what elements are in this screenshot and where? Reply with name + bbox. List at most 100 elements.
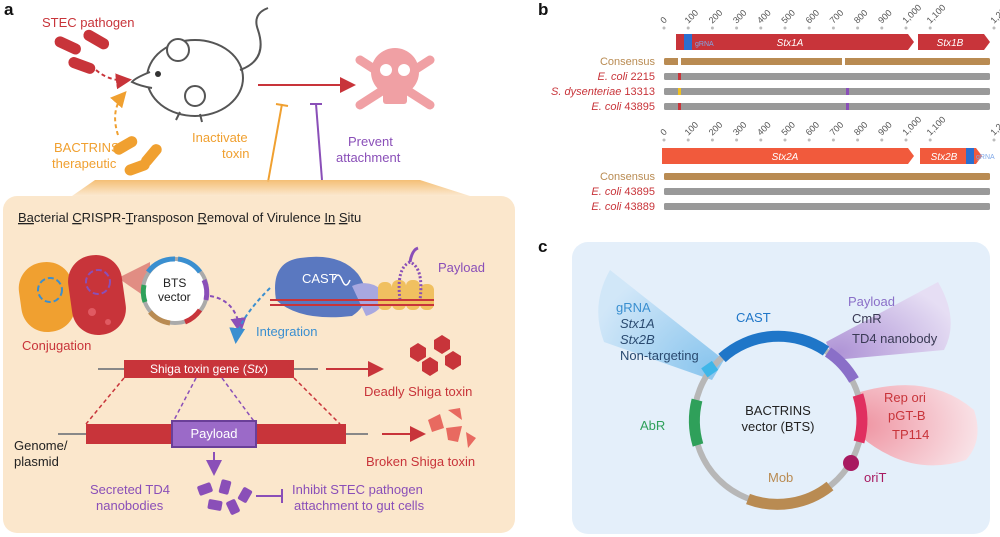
panel-label-c: c: [538, 237, 547, 256]
ruler-tick: [856, 26, 860, 30]
ruler-tick-label: 100: [683, 8, 701, 26]
genome-label-2: plasmid: [14, 454, 59, 469]
ruler-tick: [662, 26, 666, 30]
cast-gene-label: CAST: [736, 310, 771, 325]
ruler-tick-label: 1,100: [925, 2, 948, 25]
alignment-bar: [664, 203, 990, 210]
ruler-tick: [759, 138, 763, 142]
inactivate-label-1: Inactivate: [192, 130, 248, 145]
mob-label: Mob: [768, 470, 793, 485]
ruler-tick: [831, 26, 835, 30]
ruler-tick-label: 800: [852, 8, 870, 26]
ruler-tick-label: 300: [731, 120, 749, 138]
inhibit-label-1: Inhibit STEC pathogen: [292, 482, 423, 497]
stec-bacteria-icon: [54, 29, 110, 74]
ruler-tick-label: 400: [755, 120, 773, 138]
ruler-tick-label: 0: [658, 127, 669, 138]
ruler-tick-label: 700: [828, 8, 846, 26]
alignment-bar: [664, 88, 990, 95]
cast-complex-icon: [270, 246, 434, 318]
ruler-tick: [735, 138, 739, 142]
ruler-tick-label: 700: [828, 120, 846, 138]
integration-label: Integration: [256, 324, 317, 339]
orit-label: oriT: [864, 470, 886, 485]
stx2b-target-label: Stx2B: [620, 332, 655, 347]
abr-label: AbR: [640, 418, 665, 433]
inactivate-label-2: toxin: [222, 146, 249, 161]
alignment-row-label: E. coli 43895: [591, 101, 655, 113]
ruler-tick-label: 100: [683, 120, 701, 138]
alignment-row-label: Consensus: [600, 171, 656, 183]
bactrins-label-1: BACTRINS: [54, 140, 120, 155]
alignment-row-label: E. coli 2215: [598, 71, 656, 83]
alignment-row-label: E. coli 43889: [591, 201, 655, 213]
payload-label-a: Payload: [438, 260, 485, 275]
ruler-tick: [928, 26, 932, 30]
ruler-tick-label: 1,207: [988, 2, 1000, 25]
stec-pathogen-label: STEC pathogen: [42, 15, 135, 30]
alignment-bar: [664, 103, 990, 110]
ruler-tick: [880, 26, 884, 30]
ruler-tick-label: 900: [876, 120, 894, 138]
alignment-bar: [664, 173, 990, 180]
ruler-tick: [856, 138, 860, 142]
ruler-tick-label: 900: [876, 8, 894, 26]
inactivate-inhibit-line: [267, 103, 283, 183]
grna-small-1: gRNA: [695, 41, 714, 48]
payload-insert-block: [171, 420, 257, 448]
ruler-tick: [759, 26, 763, 30]
alignment-bar: [664, 188, 990, 195]
ruler-tick: [686, 26, 690, 30]
ruler-tick: [992, 138, 996, 142]
deadly-toxin-icon: [410, 335, 461, 376]
payload-gene-label: Payload: [848, 294, 895, 309]
ruler-tick: [662, 138, 666, 142]
stx1a-target-label: Stx1A: [620, 316, 655, 331]
stx2a-label: Stx2A: [772, 152, 799, 163]
broken-toxin-label: Broken Shiga toxin: [366, 454, 475, 469]
plasmid-name-1: BACTRINS: [745, 403, 811, 418]
prevent-label-2: attachment: [336, 150, 401, 165]
ruler-tick-label: 300: [731, 8, 749, 26]
ruler-tick-label: 600: [804, 120, 822, 138]
panel-label-a: a: [4, 0, 14, 19]
stx2a-gene-bar: [662, 148, 914, 164]
ruler-tick-label: 400: [755, 8, 773, 26]
alignment-row-label: E. coli 43895: [591, 186, 655, 198]
rep-ori-label: Rep ori: [884, 390, 926, 405]
prevent-inhibit-line: [315, 103, 323, 181]
skull-crossbones-icon: [355, 48, 435, 110]
stx2b-label: Stx2B: [931, 152, 958, 163]
stx1a-gene-bar: [676, 34, 914, 50]
ruler-tick: [992, 26, 996, 30]
panel-label-b: b: [538, 0, 548, 19]
ruler-tick-label: 600: [804, 8, 822, 26]
genome-label-1: Genome/: [14, 438, 68, 453]
ruler-tick-label: 1,241: [988, 114, 1000, 137]
stx1a-label: Stx1A: [777, 38, 804, 49]
deadly-toxin-label: Deadly Shiga toxin: [364, 384, 472, 399]
stx1b-label: Stx1B: [937, 38, 964, 49]
prevent-label-1: Prevent: [348, 134, 393, 149]
stx1b-gene-bar: [918, 34, 990, 50]
ruler-tick: [928, 138, 932, 142]
plasmid-name-2: vector (BTS): [742, 419, 815, 434]
cmr-label: CmR: [852, 311, 882, 326]
stx-gene-label: Shiga toxin gene (Stx): [150, 362, 268, 376]
bactrins-full-name: Bacterial CRISPR-Transposon Removal of V…: [18, 210, 361, 225]
ruler-tick: [686, 138, 690, 142]
ruler-tick-label: 1,000: [900, 114, 923, 137]
nanobodies-icon: [197, 479, 253, 515]
ruler-tick-label: 800: [852, 120, 870, 138]
grna-marker-1: [684, 34, 692, 50]
grna-label: gRNA: [616, 300, 651, 315]
ruler-tick: [807, 26, 811, 30]
stx-gene-block: [124, 360, 294, 378]
inhibit-label-2: attachment to gut cells: [294, 498, 425, 513]
ruler-tick: [807, 138, 811, 142]
grna-marker-2: [966, 148, 974, 164]
alignment-row-label: Consensus: [600, 56, 656, 68]
ruler-tick-label: 200: [707, 8, 725, 26]
